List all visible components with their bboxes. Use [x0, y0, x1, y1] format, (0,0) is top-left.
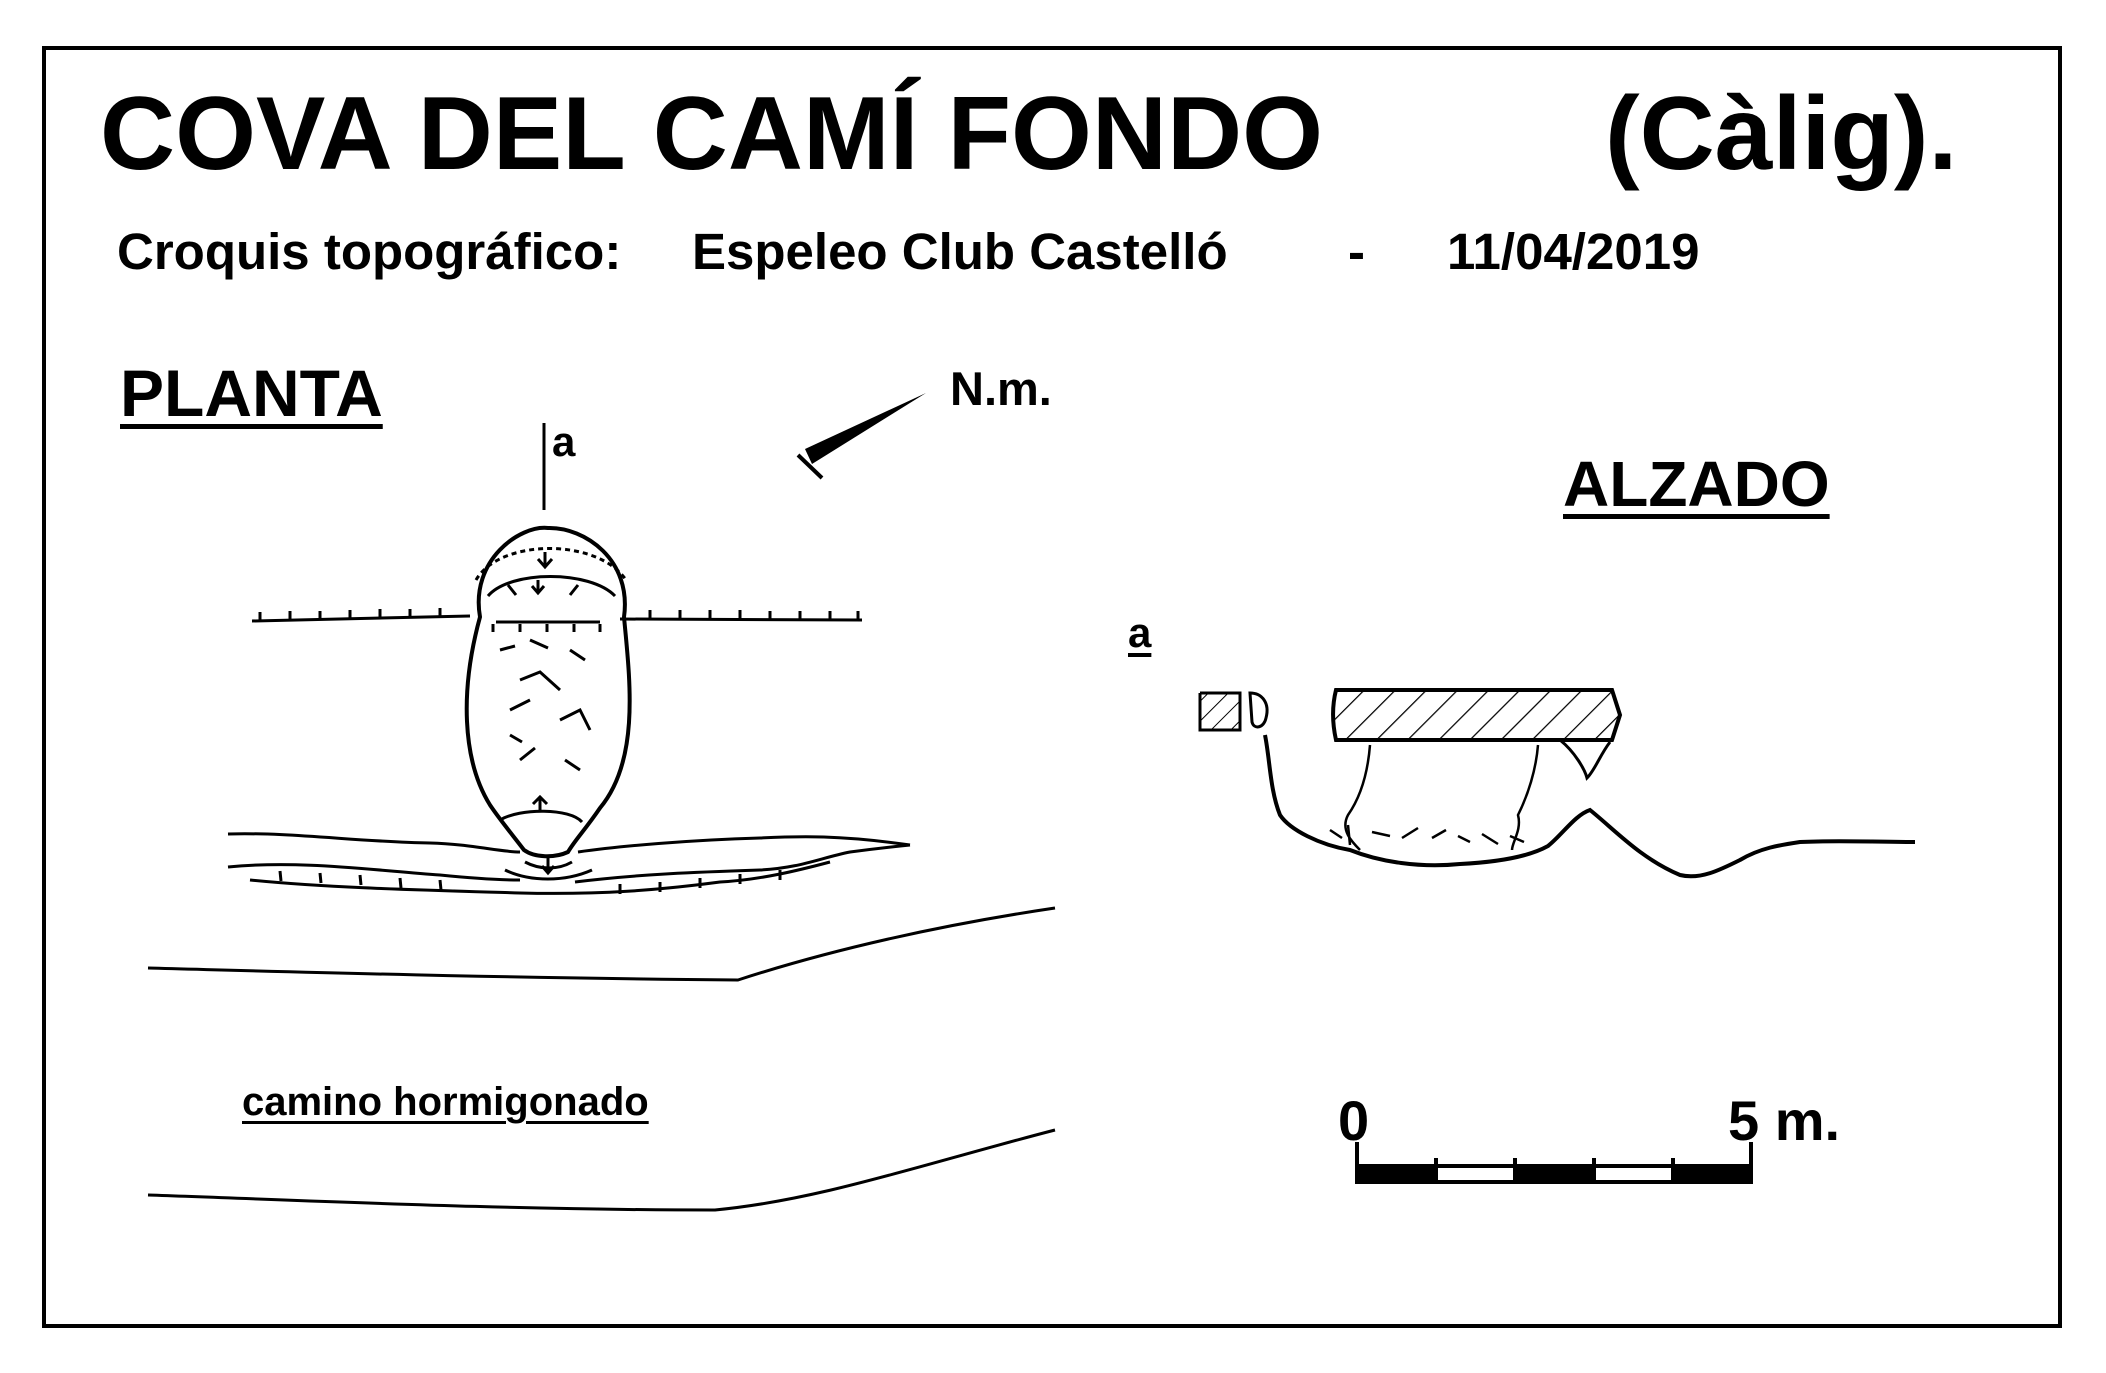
cave-elevation	[1198, 688, 1916, 879]
north-arrow-icon	[796, 393, 926, 480]
upper-path	[227, 832, 911, 895]
north-label: N.m.	[950, 362, 1052, 415]
scale-bar	[1355, 1142, 1753, 1184]
cave-town: (Càlig).	[1605, 76, 1958, 192]
cave-title: COVA DEL CAMÍ FONDO	[100, 76, 1323, 192]
survey-separator: -	[1348, 223, 1365, 280]
elevation-section-marker: a	[1128, 609, 1152, 656]
survey-date: 11/04/2019	[1447, 223, 1700, 280]
cave-plan	[464, 525, 632, 881]
survey-label: Croquis topográfico:	[117, 223, 622, 280]
survey-club: Espeleo Club Castelló	[692, 223, 1228, 280]
plan-section-marker: a	[552, 418, 576, 465]
plan-heading: PLANTA	[120, 356, 383, 430]
scale-end-label: 5 m.	[1728, 1089, 1841, 1152]
elevation-heading: ALZADO	[1563, 448, 1830, 520]
road-edges	[147, 906, 1056, 1212]
escarpment-line	[251, 608, 863, 623]
road-label: camino hormigonado	[242, 1080, 649, 1124]
map-frame	[42, 46, 2062, 1328]
scale-start-label: 0	[1338, 1089, 1370, 1152]
